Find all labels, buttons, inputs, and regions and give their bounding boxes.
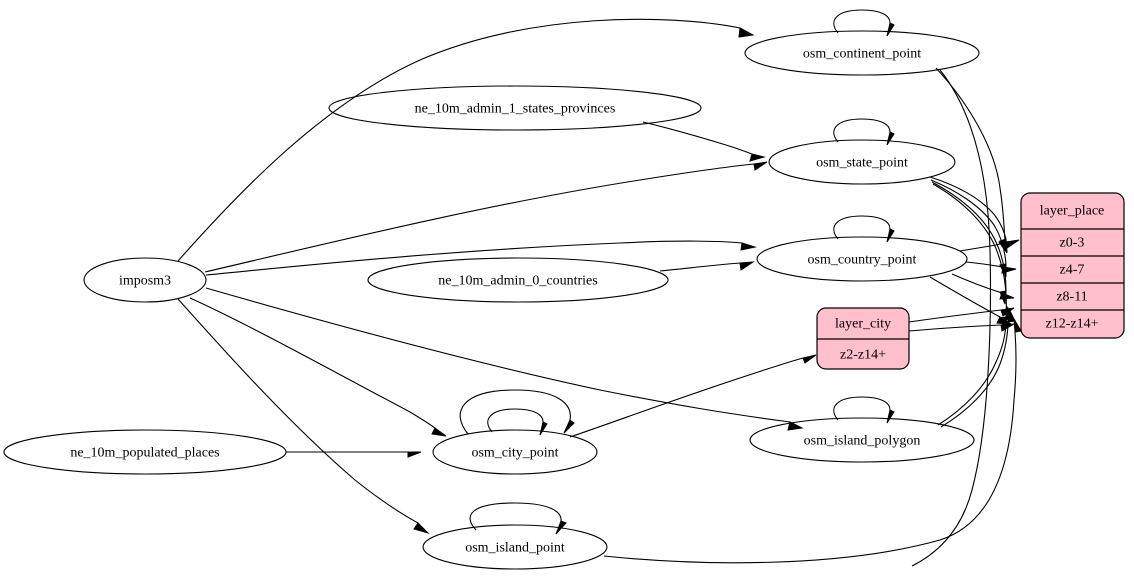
edge-imposm3-to-osm_country_point — [205, 240, 757, 276]
edge-osm_island_polygon-to-layer_place-b — [940, 307, 1016, 428]
record-field-layer_city-title: layer_city — [835, 317, 891, 332]
node-osm_continent_point[interactable]: osm_continent_point — [744, 30, 980, 76]
record-field-layer_place-title: layer_place — [1040, 204, 1105, 219]
record-field-layer_place-z0-3[interactable]: z0-3 — [1060, 236, 1085, 251]
edge-self-osm_island_point — [469, 502, 567, 535]
node-label-osm_state_point: osm_state_point — [816, 156, 908, 171]
node-osm_city_point[interactable]: osm_city_point — [432, 429, 598, 475]
node-label-ne_10m_admin_0_countries: ne_10m_admin_0_countries — [438, 274, 597, 289]
edge-osm_country_point-to-layer_place-z4-7 — [965, 261, 1017, 274]
node-ne_10m_admin_1_states_provinces[interactable]: ne_10m_admin_1_states_provinces — [328, 85, 702, 131]
record-field-layer_place-z8-11[interactable]: z8-11 — [1056, 290, 1087, 305]
edge-imposm3-to-osm_island_polygon — [205, 287, 804, 431]
node-label-osm_island_polygon: osm_island_polygon — [804, 434, 921, 449]
record-node-layer_city[interactable]: layer_city z2-z14+ — [816, 307, 910, 370]
node-label-osm_island_point: osm_island_point — [465, 541, 565, 556]
node-osm_state_point[interactable]: osm_state_point — [768, 139, 956, 185]
node-label-osm_country_point: osm_country_point — [808, 253, 917, 268]
edge-osm_country_point-to-layer_place-z0-3 — [959, 239, 1020, 252]
edge-osm_continent_point-to-layer_place — [935, 67, 1008, 254]
edge-ne_10m_admin_0_countries-to-osm_country_point — [659, 261, 755, 272]
edge-imposm3-to-osm_island_point — [177, 298, 430, 535]
edge-imposm3-to-osm_city_point — [189, 297, 447, 437]
edge-osm_continent_point-long-sweep — [911, 69, 992, 567]
node-label-ne_10m_populated_places: ne_10m_populated_places — [70, 446, 219, 461]
edge-ne_10m_admin_1_states_provinces-to-osm_state_point — [642, 121, 766, 162]
node-layer: imposm3 ne_10m_admin_1_states_provinces … — [3, 30, 980, 570]
edge-osm_island_point-to-layer_place — [603, 318, 1022, 564]
record-node-layer_place[interactable]: layer_place z0-3 z4-7 z8-11 z12-z14+ — [1020, 192, 1125, 339]
edge-self-osm_island_polygon — [833, 396, 895, 424]
node-ne_10m_populated_places[interactable]: ne_10m_populated_places — [3, 429, 287, 475]
record-node-layer: layer_place z0-3 z4-7 z8-11 z12-z14+ lay… — [816, 192, 1125, 370]
edge-self-osm_city_point-inner — [487, 408, 548, 436]
edge-osm_state_point-to-layer_place-z12 — [932, 183, 1007, 331]
edge-self-osm_continent_point — [833, 9, 895, 37]
node-label-osm_continent_point: osm_continent_point — [803, 47, 921, 62]
record-field-layer_place-z4-7[interactable]: z4-7 — [1060, 263, 1085, 278]
edge-self-osm_city_point-outer — [459, 389, 575, 435]
edge-self-osm_state_point — [833, 118, 895, 146]
edge-layer_city-to-layer_place-a — [908, 307, 1015, 323]
edge-self-osm_country_point — [833, 215, 895, 243]
node-osm_island_point[interactable]: osm_island_point — [422, 524, 608, 570]
edge-imposm3-to-osm_state_point — [204, 161, 768, 273]
node-label-ne_10m_admin_1_states_provinces: ne_10m_admin_1_states_provinces — [415, 102, 616, 117]
node-osm_country_point[interactable]: osm_country_point — [756, 236, 968, 282]
node-ne_10m_admin_0_countries[interactable]: ne_10m_admin_0_countries — [367, 257, 669, 303]
node-osm_island_polygon[interactable]: osm_island_polygon — [749, 417, 975, 463]
edge-imposm3-to-osm_continent_point — [177, 18, 755, 262]
node-label-imposm3: imposm3 — [119, 274, 171, 289]
edge-osm_city_point-to-layer_city — [569, 354, 817, 438]
node-imposm3[interactable]: imposm3 — [83, 257, 207, 303]
edge-layer_city-to-layer_place-b — [908, 323, 1015, 332]
record-field-layer_place-z12-z14plus[interactable]: z12-z14+ — [1046, 317, 1099, 332]
record-field-layer_city-z2-z14plus[interactable]: z2-z14+ — [840, 348, 886, 363]
edge-osm_country_point-to-layer_place-z8-11 — [951, 273, 1015, 300]
node-label-osm_city_point: osm_city_point — [471, 446, 558, 461]
edge-layer — [177, 9, 1022, 567]
edge-ne_10m_populated_places-to-osm_city_point — [286, 451, 422, 458]
